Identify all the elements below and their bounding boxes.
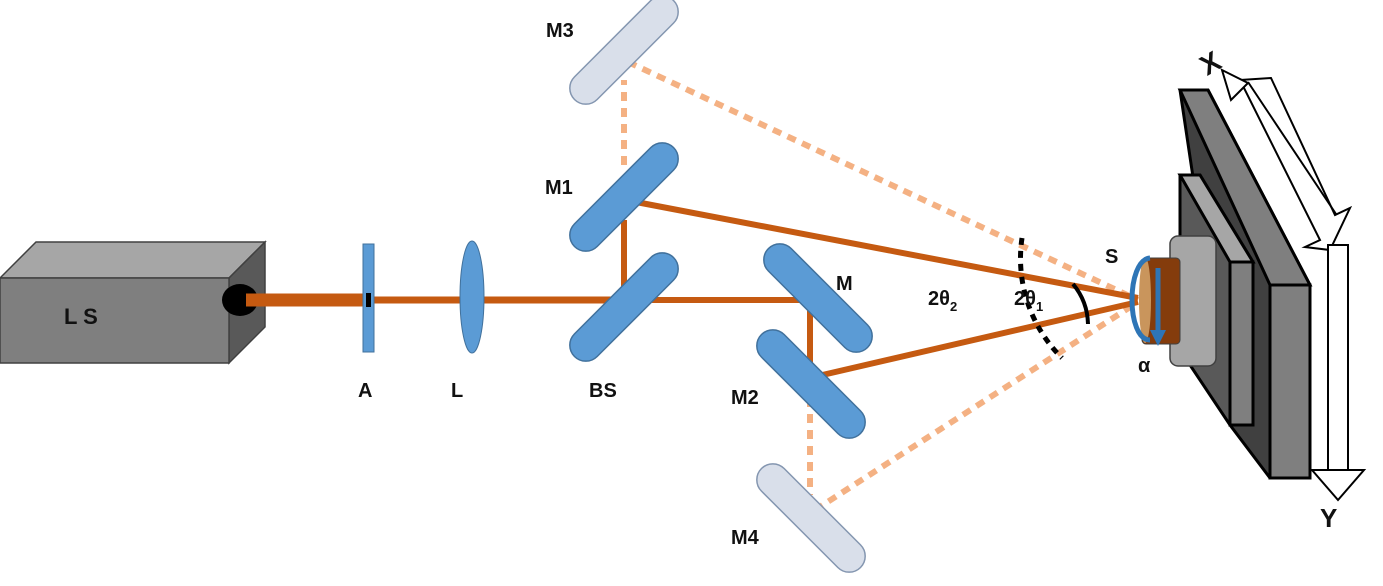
- laser-source: [0, 240, 267, 365]
- dashed-beam-paths: [621, 59, 1140, 513]
- label-lens: L: [451, 380, 463, 402]
- angle-arc-2theta2: [1018, 237, 1064, 360]
- beam-m1-to-sample: [635, 199, 1139, 301]
- label-2theta2: 2θ2: [928, 288, 957, 314]
- mirror-m: [763, 243, 873, 353]
- sample-face: [1139, 257, 1151, 343]
- rotation-arrow-icon: [1129, 255, 1166, 346]
- label-axis-x: X: [1195, 45, 1227, 81]
- angle-arc-2theta1: [1071, 282, 1090, 325]
- label-aperture: A: [358, 380, 372, 402]
- main-beams: [246, 199, 1139, 379]
- label-2theta1: 2θ1: [1014, 288, 1043, 314]
- beam-m2-to-sample: [817, 299, 1139, 379]
- mirror-m2: [756, 329, 866, 439]
- stage-front-face: [1228, 260, 1255, 427]
- label-mirror-m4: M4: [731, 527, 760, 549]
- y-direction-arrow-icon: [1309, 244, 1367, 502]
- aperture: [362, 243, 375, 353]
- mirror-m1: [569, 142, 679, 252]
- label-sample: S: [1105, 246, 1118, 268]
- label-mirror-m: M: [836, 273, 853, 295]
- inactive-mirrors: [569, 0, 866, 573]
- mirror-m3: [569, 0, 679, 105]
- label-axis-y: Y: [1320, 503, 1337, 533]
- label-alpha: α: [1138, 355, 1151, 377]
- mirror-bs: [569, 252, 679, 362]
- label-mirror-m1: M1: [545, 177, 573, 199]
- beam-m4-to-sample: [813, 299, 1140, 513]
- label-beam-splitter: BS: [589, 380, 617, 402]
- label-laser-source: L S: [64, 304, 98, 329]
- laser-output-port: [222, 284, 258, 316]
- beam-m3-to-sample: [626, 59, 1140, 303]
- stage-back-face: [1268, 283, 1312, 480]
- aperture-slit: [366, 293, 371, 307]
- mirror-m4: [756, 463, 866, 573]
- label-mirror-m3: M3: [546, 20, 574, 42]
- laser-box-front: [0, 277, 230, 364]
- active-mirrors: [569, 142, 873, 439]
- x-direction-arrow-icon: [1220, 68, 1353, 252]
- label-mirror-m2: M2: [731, 387, 759, 409]
- sample-holder: [1139, 235, 1217, 367]
- laser-box-top: [0, 241, 267, 279]
- lens: [459, 240, 485, 354]
